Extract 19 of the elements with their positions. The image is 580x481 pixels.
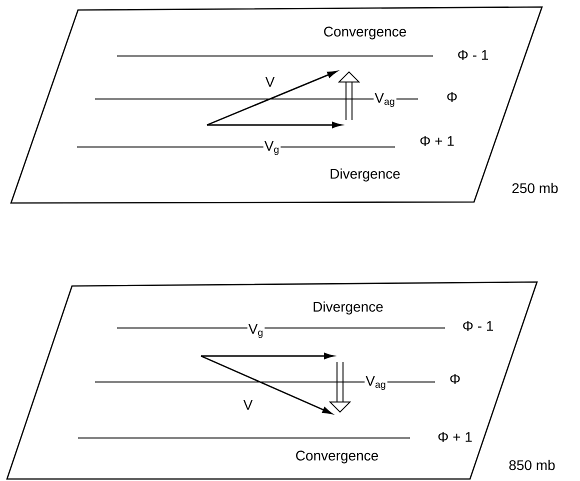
vector-label: V$_{g}$ <box>247 323 265 339</box>
plane <box>6 281 538 480</box>
region-label: Divergence <box>314 301 383 315</box>
contour-label: Φ + 1 <box>438 432 472 442</box>
region-label: Convergence <box>324 26 406 40</box>
contour-label: Φ + 1 <box>420 136 454 146</box>
contour-label: Φ - 1 <box>463 321 493 331</box>
vector-label: V$_{ag}$ <box>364 375 388 391</box>
vector-label: V$_{ag}$ <box>374 92 396 108</box>
region-label: Divergence <box>330 168 400 182</box>
contour-label: Φ - 1 <box>458 50 488 60</box>
pressure-level-label: 850 mb <box>509 460 555 470</box>
region-label: Convergence <box>296 450 378 464</box>
contour-label: Φ <box>447 92 457 102</box>
contour-label: Φ <box>450 374 460 384</box>
pressure-level-label: 250 mb <box>512 182 558 194</box>
vector-label: V <box>265 77 275 87</box>
vector-label: V$_{g}$ <box>263 140 281 156</box>
vector-label: V <box>243 400 253 410</box>
